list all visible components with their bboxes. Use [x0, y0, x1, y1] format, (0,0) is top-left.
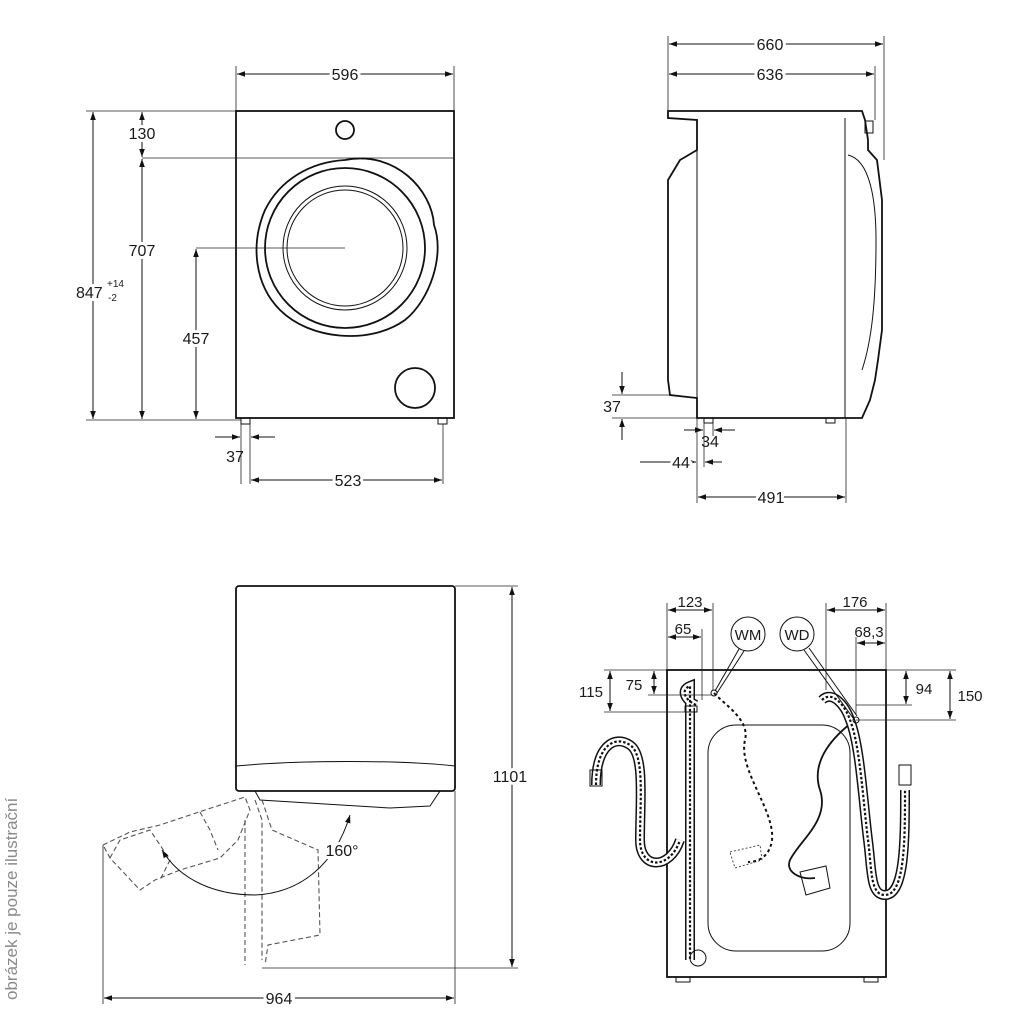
- top-door-open: [254, 790, 441, 809]
- dim-rear-wm-outer: 123: [677, 594, 702, 611]
- dim-top-band: 130: [129, 126, 156, 143]
- dim-side-foot-spacing: 491: [758, 490, 785, 507]
- dim-body-depth: 636: [757, 67, 784, 84]
- side-knob: [864, 120, 874, 134]
- dim-rear-wd-vert-outer: 150: [957, 688, 982, 705]
- dim-door-center-height: 707: [129, 243, 156, 260]
- program-knob: [335, 120, 355, 140]
- dim-rear-wd-vert-inner: 94: [916, 681, 933, 698]
- side-foot-front: [825, 417, 836, 424]
- front-view: 596 130 707 457 847 +14 -2 37 523: [73, 64, 455, 493]
- dim-side-foot-inset: 34: [701, 434, 719, 451]
- rear-panel: [707, 724, 851, 952]
- dim-rear-wm-vert-inner: 75: [626, 677, 643, 694]
- dim-front-width: 596: [332, 67, 359, 84]
- wd-label: WD: [785, 627, 810, 644]
- top-view: 1101 160° 964: [102, 585, 530, 1011]
- dim-total-height-tol-plus: +14: [107, 279, 124, 290]
- top-cabinet: [235, 585, 456, 792]
- dim-rear-wm-inner: 65: [675, 621, 692, 638]
- dim-rear-wd-outer: 176: [842, 594, 867, 611]
- wd-callout: [779, 616, 815, 652]
- dim-side-foot-height: 37: [603, 399, 621, 416]
- wm-inlet-path: [713, 692, 774, 863]
- dim-foot-spacing: 523: [335, 473, 362, 490]
- dim-rear-wm-vert-outer: 115: [579, 684, 603, 701]
- front-cabinet: [235, 110, 455, 419]
- dim-door-bottom-height: 457: [183, 331, 210, 348]
- dim-total-height: 847: [76, 285, 103, 302]
- wm-label: WM: [735, 627, 762, 644]
- front-foot-left: [240, 417, 251, 425]
- dim-top-total-width: 964: [266, 991, 293, 1008]
- illustration-disclaimer: obrázek je pouze ilustrační: [2, 797, 21, 1000]
- drain-hose-clip: [684, 705, 698, 713]
- front-foot-right: [437, 417, 448, 425]
- door-swing-ghost: [102, 796, 251, 891]
- dim-total-height-tol-minus: -2: [108, 293, 117, 304]
- side-cabinet: [667, 110, 883, 419]
- door-frame: [255, 157, 439, 337]
- wm-callout: [730, 616, 766, 652]
- side-foot-rear: [703, 417, 714, 424]
- filter-cover: [394, 367, 436, 409]
- rear-view: WM WD 123 65 176 68,3 115 75 94: [579, 594, 983, 983]
- dim-total-depth: 660: [757, 37, 784, 54]
- dim-foot-offset: 37: [226, 449, 244, 466]
- rear-cabinet: [666, 669, 887, 978]
- side-view: 660 636 37 34 44 491: [603, 34, 885, 510]
- door-angle-arc: [161, 814, 351, 896]
- dim-rear-wd-inner: 68,3: [854, 624, 883, 641]
- dim-side-rear-offset: 44: [672, 455, 690, 472]
- dim-top-total-height: 1101: [493, 769, 528, 786]
- dim-door-angle: 160°: [325, 843, 358, 860]
